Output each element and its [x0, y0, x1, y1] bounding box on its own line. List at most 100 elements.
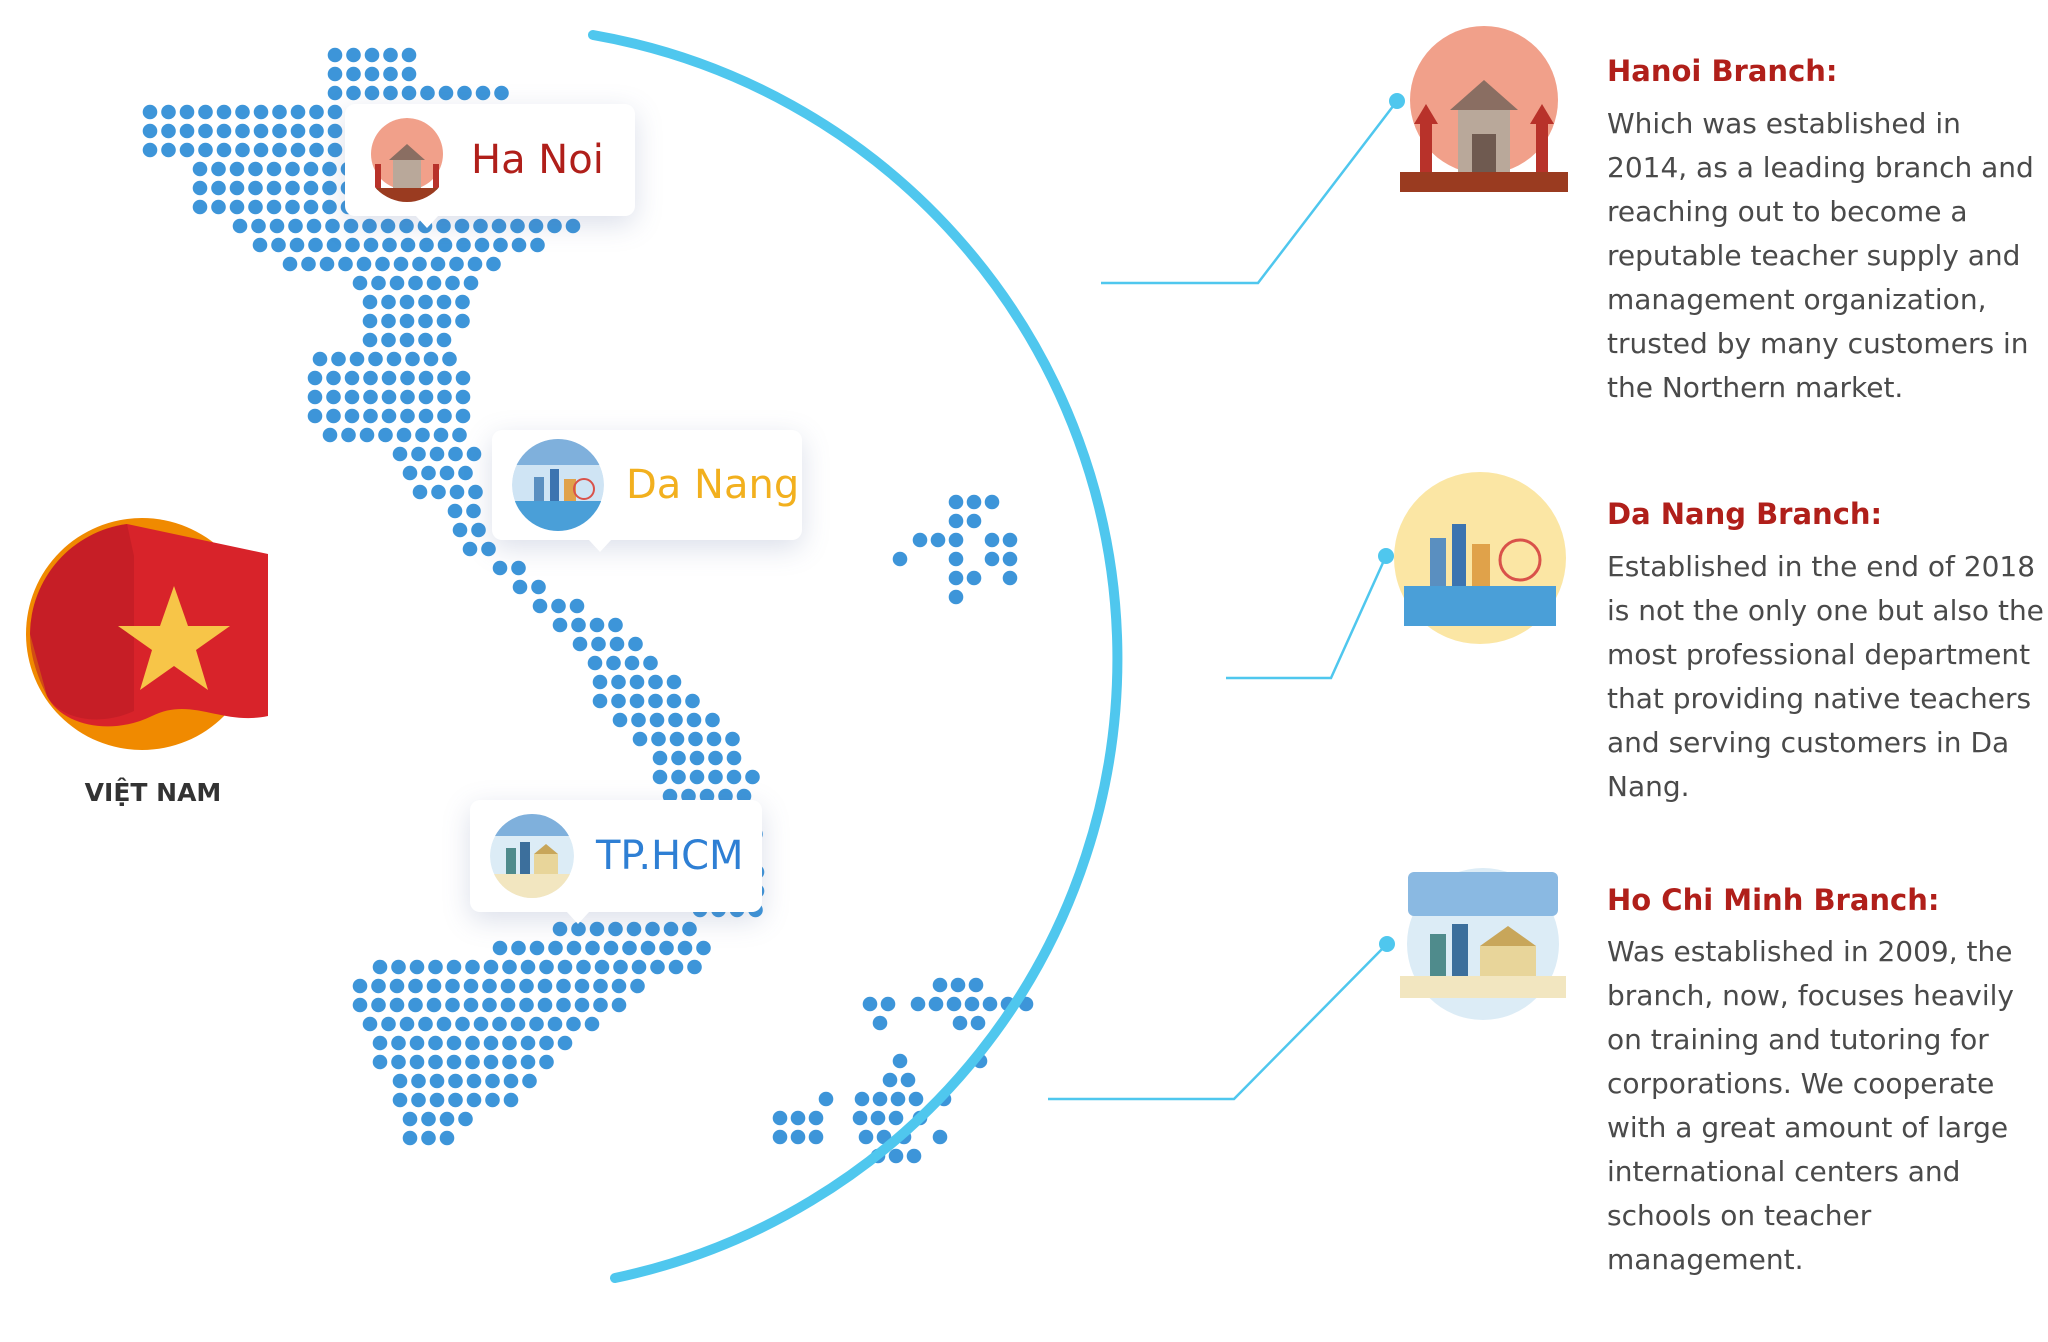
branch-title-hcm: Ho Chi Minh Branch:: [1607, 883, 1940, 917]
map-dot: [671, 769, 686, 785]
map-dot: [381, 313, 396, 329]
map-dot: [301, 256, 316, 272]
map-dot: [418, 370, 434, 386]
island-dot: [790, 1129, 806, 1145]
map-dot: [520, 1054, 536, 1070]
map-dot: [458, 1111, 473, 1127]
map-dot: [494, 85, 509, 101]
map-dot: [322, 161, 337, 177]
map-dot: [643, 655, 658, 671]
island-dot: [888, 1110, 904, 1126]
map-dot: [491, 218, 507, 234]
island-dot: [970, 1015, 986, 1031]
map-dot: [439, 1130, 455, 1146]
map-dot: [482, 978, 497, 994]
island-dot: [946, 996, 962, 1012]
island-dot: [966, 494, 982, 510]
map-dot: [400, 370, 415, 386]
map-dot: [669, 731, 685, 747]
island-dot: [912, 532, 928, 548]
map-dot: [401, 47, 417, 63]
map-dot: [399, 1016, 415, 1032]
map-dot: [372, 1035, 388, 1051]
map-dot: [594, 959, 610, 975]
map-dot: [593, 978, 608, 994]
map-dot: [611, 693, 626, 709]
map-dot: [426, 978, 442, 994]
map-dot: [266, 199, 282, 215]
map-dot: [306, 218, 322, 234]
map-dot: [465, 1054, 480, 1070]
map-dot: [391, 959, 406, 975]
callout-danang: Da Nang: [492, 430, 802, 552]
map-dot: [235, 104, 250, 120]
map-dot: [663, 921, 679, 937]
island-dot: [890, 1091, 906, 1107]
map-dot: [198, 123, 213, 139]
map-dot: [383, 85, 398, 101]
map-dot: [326, 389, 341, 405]
map-dot: [475, 85, 491, 101]
map-dot: [229, 180, 245, 196]
map-dot: [708, 769, 723, 785]
map-dot: [326, 370, 341, 386]
map-dot: [486, 256, 501, 272]
map-dot: [585, 940, 600, 956]
map-dot: [401, 66, 417, 82]
map-dot: [726, 750, 742, 766]
map-dot: [466, 446, 482, 462]
map-dot: [409, 1054, 425, 1070]
map-dot: [433, 427, 449, 443]
map-dot: [589, 617, 605, 633]
island-dot: [964, 996, 980, 1012]
map-dot: [307, 389, 323, 405]
map-dot: [392, 446, 408, 462]
branch-description-hanoi: Which was established in 2014, as a lead…: [1607, 107, 2034, 404]
map-dot: [666, 674, 682, 690]
map-dot: [493, 237, 508, 253]
map-dot: [531, 579, 546, 595]
map-dot: [211, 161, 226, 177]
map-dot: [571, 921, 586, 937]
map-dot: [179, 123, 195, 139]
map-dot: [510, 218, 525, 234]
map-dot: [418, 408, 434, 424]
island-dot: [928, 996, 944, 1012]
map-dot: [458, 465, 473, 481]
map-dot: [359, 427, 375, 443]
callout-hcm: TP.HCM: [470, 800, 762, 924]
map-dot: [436, 218, 451, 234]
connector-danang: [1226, 555, 1388, 680]
map-dot: [591, 636, 606, 652]
map-dot: [345, 237, 360, 253]
map-dot: [389, 275, 405, 291]
map-dot: [745, 769, 760, 785]
map-dot: [592, 693, 608, 709]
island-dot: [982, 996, 998, 1012]
map-dot: [520, 959, 536, 975]
island-dot: [872, 1015, 888, 1031]
map-dot: [428, 1054, 443, 1070]
island-dot: [870, 1110, 886, 1126]
map-dot: [548, 940, 563, 956]
map-dot: [474, 237, 490, 253]
map-dot: [686, 712, 702, 728]
map-dot: [327, 66, 343, 82]
map-dot: [608, 617, 623, 633]
map-dot: [192, 199, 208, 215]
island-dot: [900, 1072, 916, 1088]
map-dot: [539, 959, 554, 975]
map-dot: [375, 256, 390, 272]
map-dot: [511, 940, 526, 956]
map-dot: [467, 256, 483, 272]
map-dot: [648, 674, 663, 690]
map-dot: [349, 351, 365, 367]
map-dot: [611, 978, 627, 994]
map-dot: [229, 199, 245, 215]
map-dot: [483, 1054, 499, 1070]
map-dot: [421, 1130, 436, 1146]
map-dot: [448, 1073, 463, 1089]
map-dot: [463, 997, 479, 1013]
map-dot: [630, 978, 645, 994]
map-dot: [421, 1111, 436, 1127]
